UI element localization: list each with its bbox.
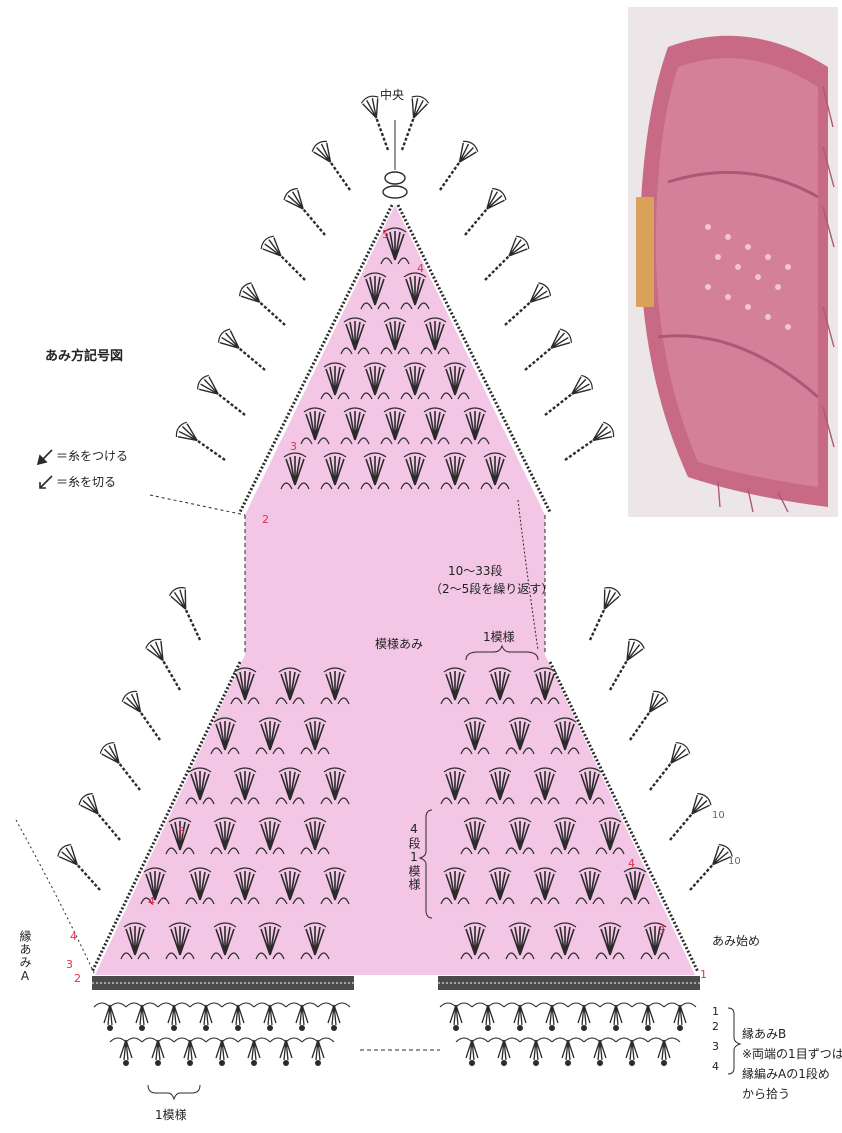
edge-a-label: 縁あみA	[17, 930, 34, 984]
attach-yarn-symbol	[38, 450, 52, 464]
bottom-edging	[92, 976, 700, 1066]
center-label: 中央	[380, 86, 404, 103]
edge-b-row-mark: 1	[712, 1005, 719, 1018]
edge-b-note-2: 縁編みAの1段め	[742, 1065, 830, 1082]
edge-b-row-mark: 3	[712, 1040, 719, 1053]
row-mark: 2	[74, 972, 81, 985]
edge-b-row-mark: 4	[712, 1060, 719, 1073]
row-mark: 4	[70, 930, 77, 943]
fringe-row-mark: 10	[728, 856, 741, 867]
edge-b-row-mark: 2	[712, 1020, 719, 1033]
center-ring	[383, 120, 407, 198]
row-mark: 1	[700, 968, 707, 981]
row-mark: 3	[66, 958, 73, 971]
one-pattern-top-label: 1模様	[483, 628, 515, 645]
finished-shawl-photo	[628, 7, 838, 517]
edge-b-note-3: から拾う	[742, 1085, 790, 1102]
rows-repeat-label: （2〜5段を繰り返す）	[430, 580, 553, 597]
edge-b-note-1: ※両端の1目ずつは	[742, 1045, 842, 1062]
chart-title: あみ方記号図	[45, 345, 123, 364]
four-rows-one-pattern-label: 4段1模様	[406, 822, 423, 891]
row-mark: 5	[382, 228, 389, 241]
edge-b-label: 縁あみB	[742, 1025, 786, 1042]
legend-attach-text: ＝糸をつける	[56, 447, 128, 464]
row-mark: 5	[178, 825, 185, 838]
fringe-row-mark: 10	[712, 810, 725, 821]
rows-range-label: 10〜33段	[448, 562, 503, 579]
cut-yarn-symbol	[40, 476, 52, 488]
row-mark: 4	[417, 262, 424, 275]
one-pattern-bottom-label: 1模様	[155, 1106, 187, 1123]
row-mark: 2	[262, 513, 269, 526]
row-mark: 3	[290, 440, 297, 453]
row-mark: 4	[628, 857, 635, 870]
pattern-stitch-label: 模様あみ	[375, 635, 423, 652]
start-label: あみ始め	[712, 932, 760, 949]
legend-cut-text: ＝糸を切る	[56, 473, 116, 490]
row-mark: 4	[148, 895, 155, 908]
row-mark: 3	[658, 924, 665, 937]
